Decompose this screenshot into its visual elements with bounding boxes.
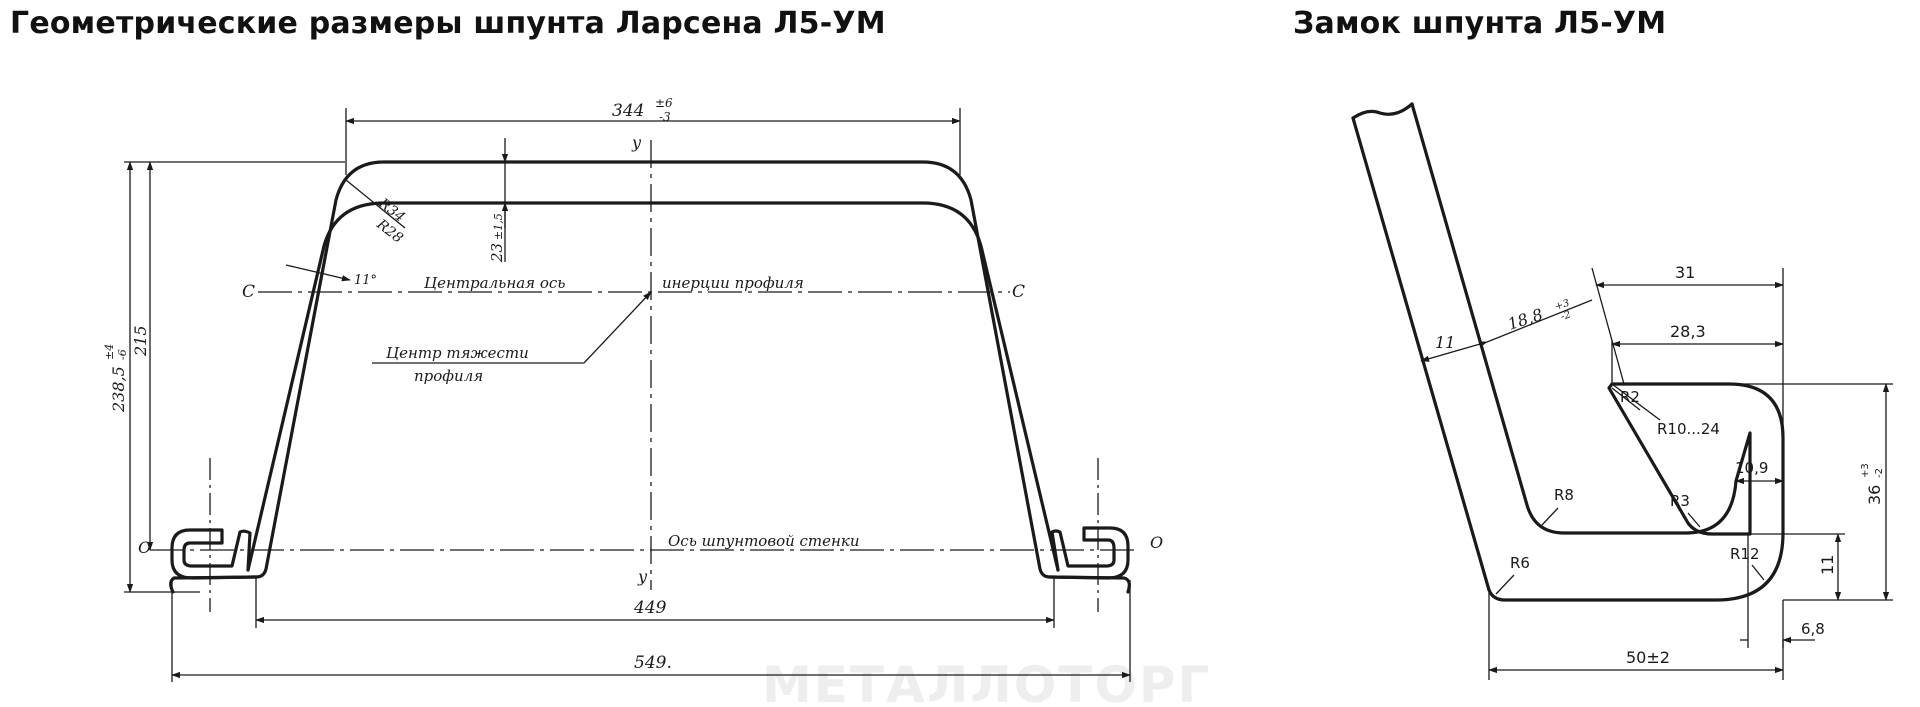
dim-height: 215: [131, 325, 150, 357]
lock-drawing: 11 18,8 +3 -2 31 28,3 36 +3 -2 11 10,9: [1351, 102, 1893, 680]
profile-inner-contour: [246, 201, 1060, 572]
dim-total-height-tolerance-lower: -6: [116, 349, 129, 360]
radius-r8: R8: [1554, 486, 1574, 504]
dim-18-8-tolerance-lower: -2: [1560, 309, 1573, 322]
right-lock-contour: [1048, 526, 1130, 580]
wall-thickness-dim: [1420, 341, 1488, 362]
axis-o-left-label: О: [138, 538, 151, 557]
axis-o-right-label: О: [1150, 533, 1163, 552]
axis-c-right-label: С: [1012, 282, 1025, 302]
lock-contour: [1351, 102, 1785, 602]
dim-31: 31: [1675, 263, 1695, 282]
angle-label: 11°: [354, 273, 377, 288]
dim-flange-tolerance: ±1,5: [492, 213, 505, 240]
dim-total: 549.: [634, 653, 672, 673]
dim-top-value: 344: [612, 101, 644, 121]
gravity-leader: [372, 291, 652, 364]
radius-r3-leader: [1687, 512, 1701, 528]
radius-r10-leader: [1611, 383, 1661, 421]
profile-drawing: 344 ±6 -3 238,5 ±4 -6 215 23 ±1,5 R34 R2…: [103, 96, 1163, 682]
dim-total-height: 238,5: [109, 366, 128, 413]
radius-r6-leader: [1495, 574, 1515, 595]
profile-outer-contour: [169, 160, 1131, 594]
profile-title: Геометрические размеры шпунта Ларсена Л5…: [10, 6, 886, 41]
angle-leader: [285, 264, 351, 282]
radius-r3: R3: [1670, 492, 1690, 510]
radius-r12: R12: [1730, 545, 1760, 563]
dim-6-8: 6,8: [1801, 620, 1825, 638]
radius-r12-leader: [1751, 564, 1765, 581]
axis-c-left-label: С: [242, 282, 255, 302]
dim-18-8-line: [1486, 299, 1593, 343]
dim-18-8-tolerance: +3: [1554, 298, 1571, 313]
dim-inner: 449: [633, 598, 667, 618]
radius-r10-24: R10...24: [1657, 420, 1720, 438]
axis-y-bottom-label: у: [637, 567, 648, 586]
left-lock-contour: [170, 528, 258, 580]
dim-flange: 23: [488, 243, 506, 263]
dim-10-9: 10,9: [1735, 459, 1768, 477]
dim-36: 36: [1865, 485, 1884, 505]
center-axis-caption-b: инерции профиля: [662, 274, 804, 292]
dim-18-8: 18,8: [1505, 305, 1545, 334]
radius-leader: [345, 179, 406, 229]
gravity-caption-b: профиля: [414, 367, 483, 385]
dim-36-tolerance-lower: -2: [1874, 468, 1885, 478]
axis-y-top-label: у: [631, 133, 642, 152]
dim-total-height-tolerance: ±4: [103, 344, 116, 360]
break-line: [1351, 102, 1414, 120]
dim-28-3: 28,3: [1670, 322, 1706, 341]
dim-36-tolerance: +3: [1860, 463, 1871, 478]
dim-top-tolerance-lower: -3: [659, 110, 671, 124]
radius-r6: R6: [1510, 554, 1530, 572]
center-axis-caption-a: Центральная ось: [424, 274, 565, 292]
gravity-caption-a: Центр тяжести: [386, 344, 529, 362]
radius-r2-leader: [1611, 387, 1641, 411]
watermark: МЕТАЛЛОТОРГ: [762, 656, 1211, 707]
lock-title: Замок шпунта Л5-УМ: [1293, 6, 1667, 41]
wall-axis-caption: Ось шпунтовой стенки: [668, 532, 860, 550]
dim-50: 50±2: [1626, 648, 1670, 667]
dim-wall-11: 11: [1435, 333, 1455, 352]
dim-top-tolerance: ±6: [655, 96, 673, 110]
radius-r8-leader: [1541, 507, 1559, 526]
dim-11-right: 11: [1818, 555, 1837, 575]
